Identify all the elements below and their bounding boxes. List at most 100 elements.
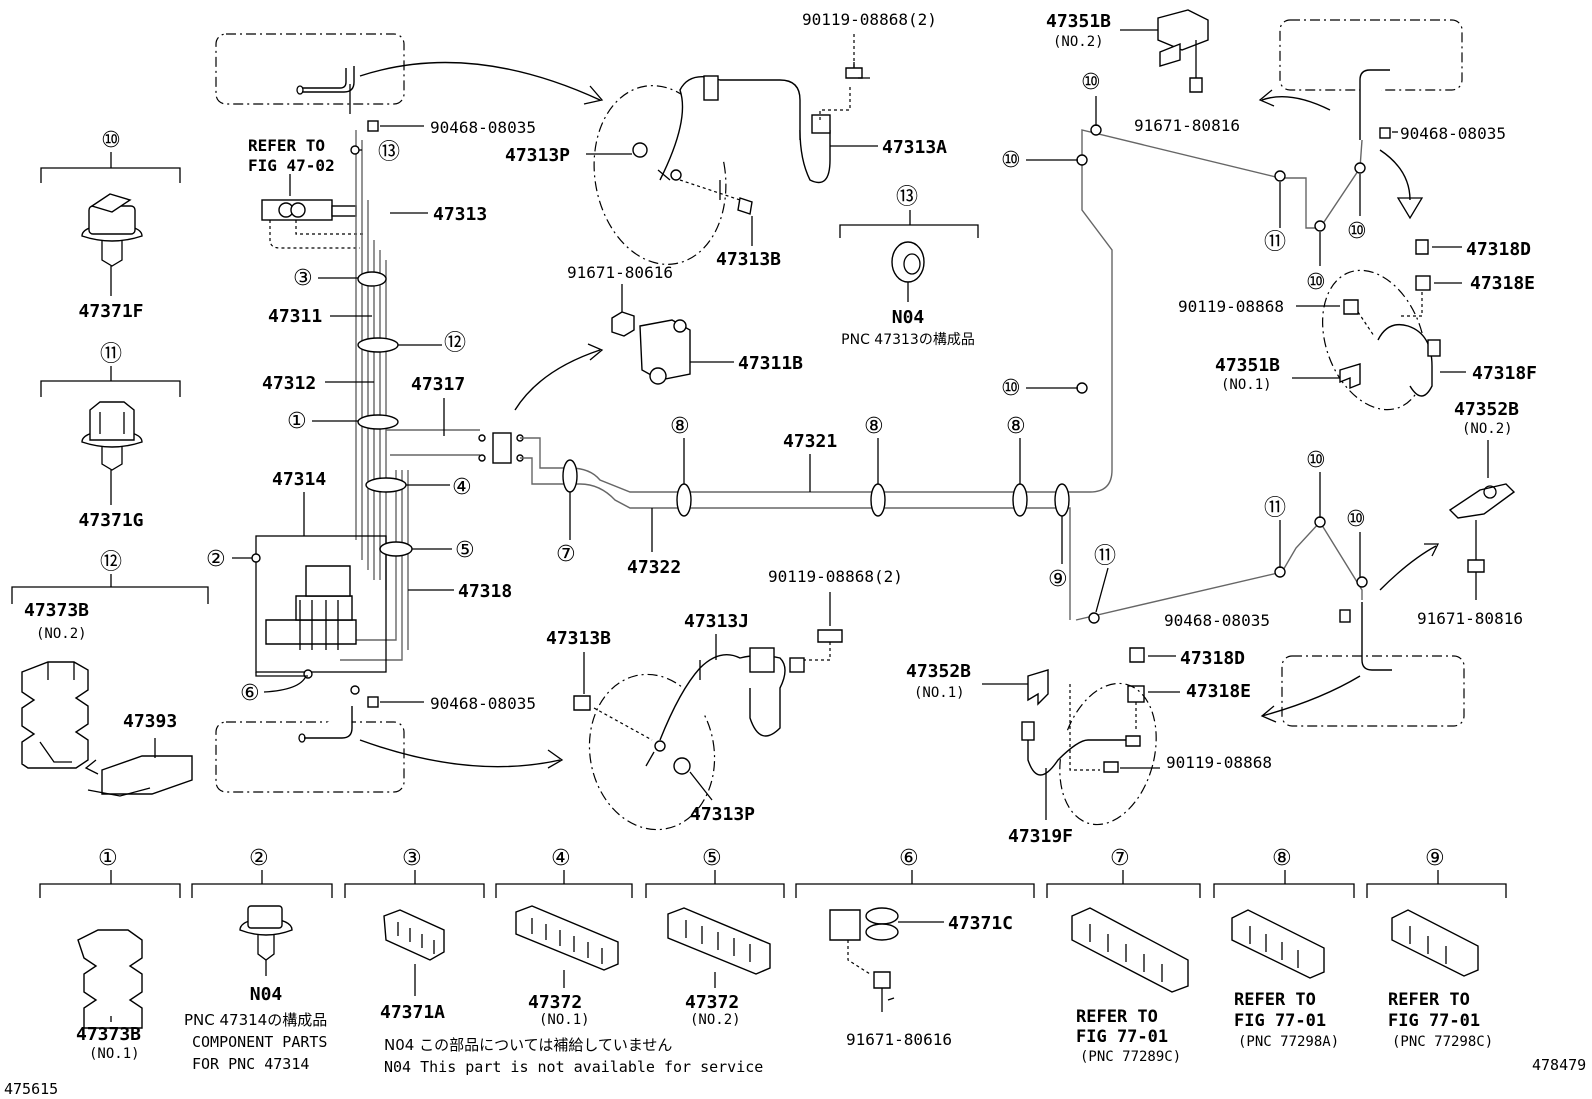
- label-47351B-no2: 47351B: [1046, 11, 1111, 32]
- label-90119-08868-right: 90119-08868: [1178, 297, 1284, 316]
- label-47371F: 47371F: [78, 301, 143, 322]
- bottom-item-2-note-1: PNC 47314の構成品: [184, 1011, 327, 1029]
- circled-8-b: ⑧: [864, 414, 884, 439]
- bottom-item-9-line2: FIG 77-01: [1388, 1011, 1480, 1031]
- bottom-item-1-label: 47373B: [76, 1024, 141, 1045]
- label-47318D-top: 47318D: [1466, 239, 1531, 260]
- bottom-item-8-num: ⑧: [1272, 846, 1292, 871]
- footnote-jp: N04 この部品については補給していません: [384, 1036, 672, 1054]
- bottom-item-8-line1: REFER TO: [1234, 990, 1316, 1010]
- n04-grommet: ⑬ N04 PNC 47313の構成品: [839, 185, 979, 348]
- bottom-item-9: ⑨ REFER TO FIG 77-01 (PNC 77298C): [1366, 846, 1507, 1050]
- bottom-item-2-note-2: COMPONENT PARTS: [192, 1033, 327, 1051]
- circled-10-g: ⑩: [1346, 507, 1366, 532]
- circled-10-d: ⑩: [1306, 270, 1326, 295]
- circled-10-a: ⑩: [1081, 70, 1101, 95]
- label-47319F: 47319F: [1008, 826, 1073, 847]
- label-47313: 47313: [433, 204, 487, 225]
- circled-5: ⑤: [455, 538, 475, 563]
- bottom-right-area: 90468-08035 47318D 47318E 47352B (NO.1) …: [906, 602, 1465, 847]
- label-47313B-top: 47313B: [716, 249, 781, 270]
- clip-47371G-icon: [81, 401, 143, 471]
- bottom-item-8: ⑧ REFER TO FIG 77-01 (PNC 77298A): [1213, 846, 1355, 1050]
- refer-line2: FIG 47-02: [248, 156, 335, 175]
- figure-id-right: 478479: [1532, 1056, 1586, 1074]
- label-90468-08035-rb: 90468-08035: [1164, 611, 1270, 630]
- label-47318: 47318: [458, 581, 512, 602]
- bottom-item-4-num: ④: [551, 846, 571, 871]
- label-47311B: 47311B: [738, 353, 803, 374]
- label-90468-08035-bot: 90468-08035: [430, 694, 536, 713]
- bottom-item-6-label2: 91671-80616: [846, 1030, 952, 1049]
- label-47352B-no1: 47352B: [906, 661, 971, 682]
- circled-1: ①: [287, 409, 307, 434]
- circled-11: ⑪: [100, 342, 122, 367]
- circled-11-b: ⑪: [1264, 496, 1286, 521]
- circled-6: ⑥: [240, 681, 260, 706]
- bottom-item-4-sub: (NO.1): [539, 1012, 590, 1028]
- label-90468-08035-top: 90468-08035: [430, 118, 536, 137]
- clip-47371G-group: ⑪ 47371G: [40, 342, 181, 531]
- label-47352B-no2-sub: (NO.2): [1462, 421, 1513, 437]
- circled-3: ③: [293, 266, 313, 291]
- circled-4: ④: [452, 475, 472, 500]
- bottom-item-9-num: ⑨: [1425, 846, 1445, 871]
- bottom-item-5: ⑤ 47372 (NO.2): [645, 846, 785, 1028]
- bottom-item-7-num: ⑦: [1110, 846, 1130, 871]
- circled-8-c: ⑧: [1006, 414, 1026, 439]
- bottom-item-7-line3: (PNC 77289C): [1080, 1049, 1181, 1065]
- bottom-item-2: ② N04 PNC 47314の構成品 COMPONENT PARTS FOR …: [184, 846, 333, 1073]
- bottom-item-8-line3: (PNC 77298A): [1238, 1034, 1339, 1050]
- label-47314: 47314: [272, 469, 326, 490]
- circled-10-c: ⑩: [1001, 376, 1021, 401]
- bottom-item-1: ① 47373B (NO.1): [39, 846, 181, 1062]
- bottom-item-7-line2: FIG 77-01: [1076, 1027, 1168, 1047]
- bottom-item-1-sub: (NO.1): [89, 1046, 140, 1062]
- label-47321: 47321: [783, 431, 837, 452]
- label-47318E-bot: 47318E: [1186, 681, 1251, 702]
- bottom-item-5-num: ⑤: [702, 846, 722, 871]
- circled-13-top: ⑬: [896, 185, 918, 210]
- label-90119-08868-2-top: 90119-08868(2): [802, 10, 937, 29]
- circled-11-c: ⑪: [1094, 544, 1116, 569]
- clip-47373B-no2-icon: [21, 661, 89, 769]
- label-47373B-no2-sub: (NO.2): [36, 626, 87, 642]
- detail-box-bottom-left: [215, 706, 564, 793]
- circled-8-a: ⑧: [670, 414, 690, 439]
- label-47318D-bot: 47318D: [1180, 648, 1245, 669]
- hose-detail-top: 90119-08868(2) 47313P 47313A 47313B: [505, 10, 947, 270]
- circled-11-a: ⑪: [1264, 230, 1286, 255]
- label-91671-80816-bot: 91671-80816: [1417, 609, 1523, 628]
- label-N04-mid-note: PNC 47313の構成品: [841, 332, 975, 348]
- bottom-item-3: ③ 47371A N04 この部品については補給していません N04 This …: [344, 846, 763, 1076]
- circled-9: ⑨: [1048, 567, 1068, 592]
- label-47313P-bot: 47313P: [690, 804, 755, 825]
- label-47318E-top: 47318E: [1470, 273, 1535, 294]
- actuator-area: REFER TO FIG 47-02 ⑬ 90468-08035: [206, 118, 604, 713]
- label-47311: 47311: [268, 306, 322, 327]
- bottom-item-7-line1: REFER TO: [1076, 1007, 1158, 1027]
- top-right-area: 47351B (NO.2) 91671-80816 90468-08035 47…: [1046, 9, 1537, 411]
- circled-12: ⑫: [100, 550, 122, 575]
- label-91671-80616-mid: 91671-80616: [567, 263, 673, 282]
- bottom-item-5-label: 47372: [685, 992, 739, 1013]
- part-47393-icon: [84, 738, 193, 797]
- circled-13-left: ⑬: [378, 140, 400, 165]
- bottom-item-3-label: 47371A: [380, 1002, 445, 1023]
- main-pipes: [520, 124, 1368, 624]
- label-47352B-no2: 47352B: [1454, 399, 1519, 420]
- label-47317: 47317: [411, 374, 465, 395]
- bottom-item-5-sub: (NO.2): [690, 1012, 741, 1028]
- label-90468-08035-right: 90468-08035: [1400, 124, 1506, 143]
- label-47352B-no1-sub: (NO.1): [914, 685, 965, 701]
- bottom-item-2-label: N04: [250, 984, 283, 1005]
- label-47313A: 47313A: [882, 137, 947, 158]
- clip-47371F-icon: [81, 193, 143, 267]
- bottom-item-6: ⑥ 47371C 91671-80616: [795, 846, 1035, 1049]
- label-47313P-top: 47313P: [505, 145, 570, 166]
- label-N04-mid: N04: [892, 307, 925, 328]
- detail-box-top-left: [215, 33, 604, 114]
- bottom-item-8-line2: FIG 77-01: [1234, 1011, 1326, 1031]
- label-91671-80816-top: 91671-80816: [1134, 116, 1240, 135]
